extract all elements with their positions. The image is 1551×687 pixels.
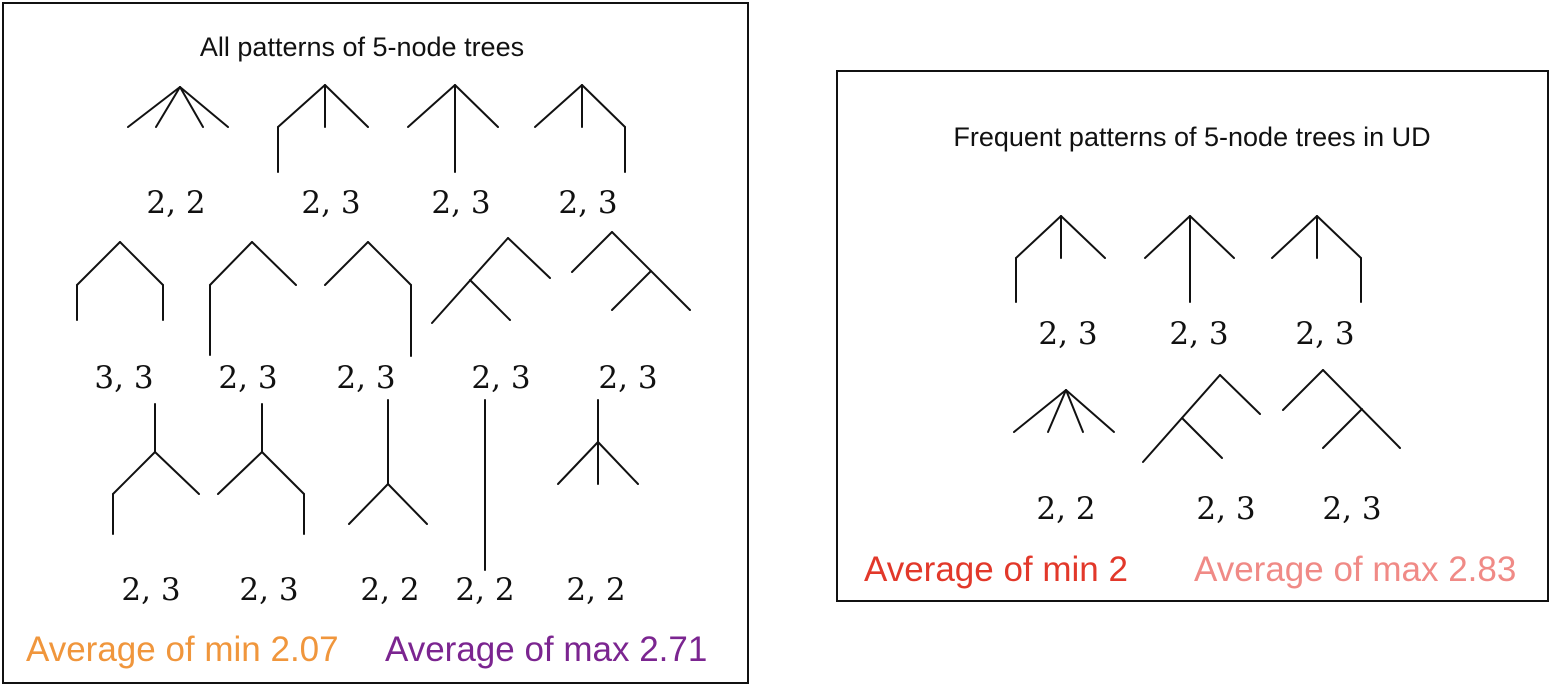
tree-right-branching [571, 231, 691, 311]
tree-two-chains [76, 241, 164, 321]
tree-stem-three-children [557, 399, 639, 485]
tree-long-right-chain [324, 241, 412, 357]
tree-three-children-left-chain [277, 84, 369, 173]
tree-stem-fork-left-chain [112, 403, 200, 535]
ud-tree-three-children-middle-chain [1144, 215, 1235, 303]
tree-long-stem-fork [348, 399, 428, 525]
tree-three-children-right-chain [534, 84, 626, 173]
ud-tree-left-branching [1142, 374, 1261, 463]
right-average-max: Average of max 2.83 [1194, 550, 1517, 589]
right-pattern-label: 2, 3 [1322, 491, 1382, 527]
all-patterns-panel [2, 2, 749, 684]
ud-tree-right-branching [1282, 369, 1401, 449]
left-pattern-label: 2, 3 [598, 360, 658, 396]
left-pattern-label: 2, 2 [455, 572, 515, 608]
left-average-min: Average of min 2.07 [26, 630, 339, 669]
left-average-max: Average of max 2.71 [385, 630, 708, 669]
left-pattern-label: 2, 2 [146, 185, 206, 221]
left-pattern-label: 2, 2 [566, 572, 626, 608]
left-pattern-label: 2, 3 [558, 185, 618, 221]
ud-tree-three-children-left-chain [1015, 215, 1106, 303]
right-pattern-label: 2, 3 [1295, 316, 1355, 352]
left-pattern-label: 2, 3 [336, 360, 396, 396]
tree-stem-fork-right-chain [217, 403, 305, 535]
frequent-patterns-panel [836, 70, 1549, 602]
right-pattern-label: 2, 3 [1038, 316, 1098, 352]
left-pattern-label: 2, 3 [218, 360, 278, 396]
left-pattern-label: 2, 3 [239, 572, 299, 608]
left-pattern-label: 2, 3 [431, 185, 491, 221]
left-pattern-label: 3, 3 [94, 360, 154, 396]
right-panel-title: Frequent patterns of 5-node trees in UD [953, 122, 1431, 152]
left-panel-title: All patterns of 5-node trees [199, 32, 525, 62]
ud-tree-star-4 [1013, 389, 1115, 433]
left-pattern-label: 2, 3 [301, 185, 361, 221]
tree-long-left-chain [209, 241, 297, 356]
tree-star-4 [127, 86, 229, 128]
left-pattern-label: 2, 2 [360, 572, 420, 608]
right-pattern-label: 2, 3 [1196, 491, 1256, 527]
right-pattern-label: 2, 2 [1036, 491, 1096, 527]
left-pattern-label: 2, 3 [121, 572, 181, 608]
tree-three-children-middle-chain [407, 84, 499, 173]
right-average-min: Average of min 2 [864, 550, 1128, 589]
tree-left-branching [431, 237, 551, 324]
left-pattern-label: 2, 3 [471, 360, 531, 396]
right-pattern-label: 2, 3 [1169, 316, 1229, 352]
ud-tree-three-children-right-chain [1271, 215, 1362, 303]
